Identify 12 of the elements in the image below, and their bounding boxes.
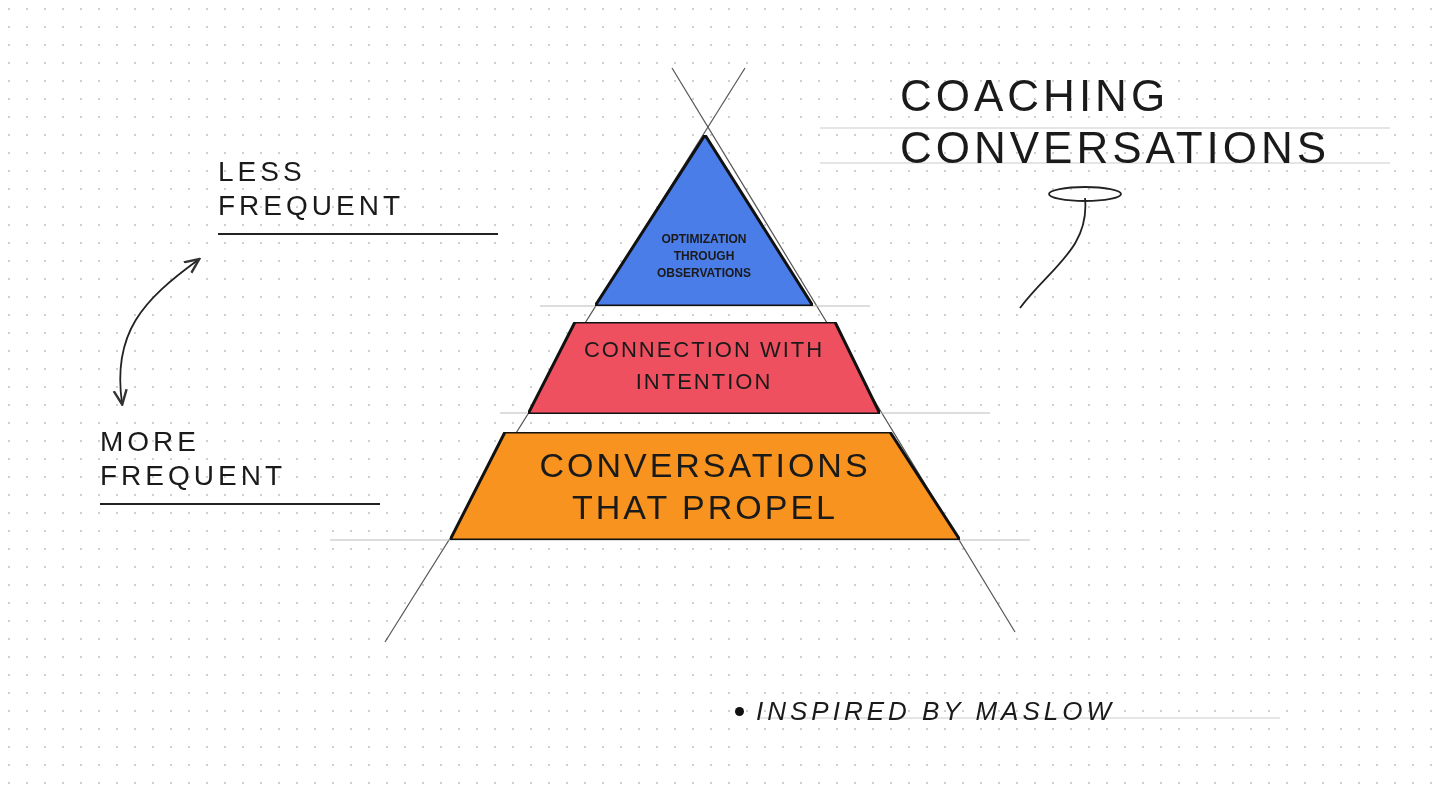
pyramid-tier	[450, 432, 960, 540]
frequency-label: MORE FREQUENT	[100, 425, 287, 493]
tier-label: CONVERSATIONS THAT PROPEL	[538, 445, 872, 528]
tier-label: OPTIMIZATION THROUGH OBSERVATIONS	[656, 231, 752, 282]
double-arrow	[113, 257, 201, 406]
tier-label: CONNECTION WITH INTENTION	[582, 336, 826, 396]
frequency-label: LESS FREQUENT	[218, 155, 405, 223]
note-text: INSPIRED BY MASLOW	[756, 695, 1116, 728]
pyramid-tier	[528, 322, 880, 414]
pyramid-tier	[595, 135, 813, 306]
leader-line	[1019, 186, 1122, 309]
title-text: COACHING CONVERSATIONS	[900, 70, 1332, 174]
